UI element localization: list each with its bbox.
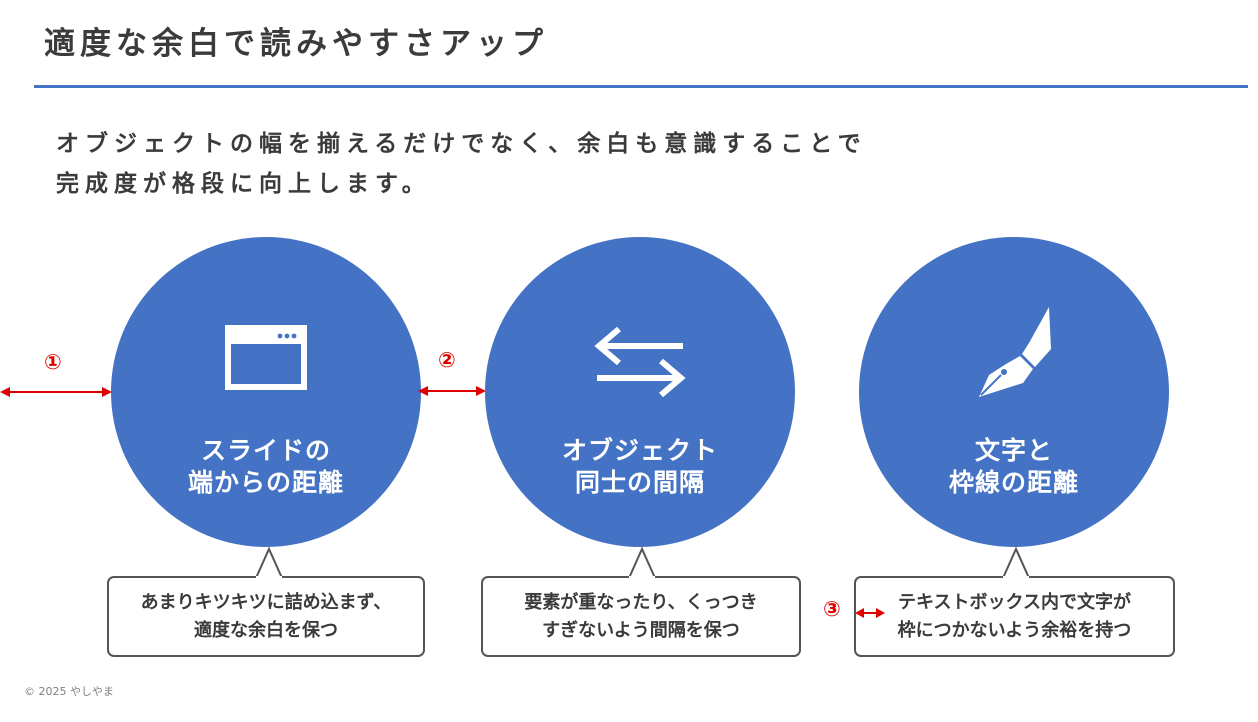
circle-label: オブジェクト 同士の間隔 <box>561 436 718 497</box>
callout-tail <box>1001 546 1031 579</box>
slide-title: 適度な余白で読みやすさアップ <box>44 26 548 62</box>
circle-slide-edge: スライドの 端からの距離 <box>111 237 421 547</box>
title-divider <box>34 85 1248 88</box>
marker-3: ③ <box>823 597 841 621</box>
callout-tail <box>254 546 284 579</box>
lead-line-1: オブジェクトの幅を揃えるだけでなく、余白も意識することで <box>56 131 867 157</box>
browser-window-icon <box>111 299 421 399</box>
text-padding-arrow <box>855 608 885 618</box>
copyright: © 2025 やしやま <box>24 685 114 698</box>
lead-text: オブジェクトの幅を揃えるだけでなく、余白も意識することで 完成度が格段に向上しま… <box>56 124 867 204</box>
circle-label: 文字と 枠線の距離 <box>948 436 1079 497</box>
fountain-pen-icon <box>859 299 1169 399</box>
swap-arrows-icon <box>485 299 795 399</box>
callout-text-padding: テキストボックス内で文字が 枠につかないよう余裕を持つ <box>854 576 1175 657</box>
circle-object-spacing: オブジェクト 同士の間隔 <box>485 237 795 547</box>
object-spacing-arrow <box>418 386 486 396</box>
callout-object-spacing: 要素が重なったり、くっつき すぎないよう間隔を保つ <box>481 576 801 657</box>
circle-label: スライドの 端からの距離 <box>187 436 344 497</box>
marker-1: ① <box>44 350 62 374</box>
circle-text-padding: 文字と 枠線の距離 <box>859 237 1169 547</box>
edge-distance-arrow <box>0 387 112 397</box>
lead-line-2: 完成度が格段に向上します。 <box>56 171 431 197</box>
callout-slide-edge: あまりキツキツに詰め込まず、 適度な余白を保つ <box>107 576 425 657</box>
callout-tail <box>627 546 657 579</box>
marker-2: ② <box>438 348 456 372</box>
